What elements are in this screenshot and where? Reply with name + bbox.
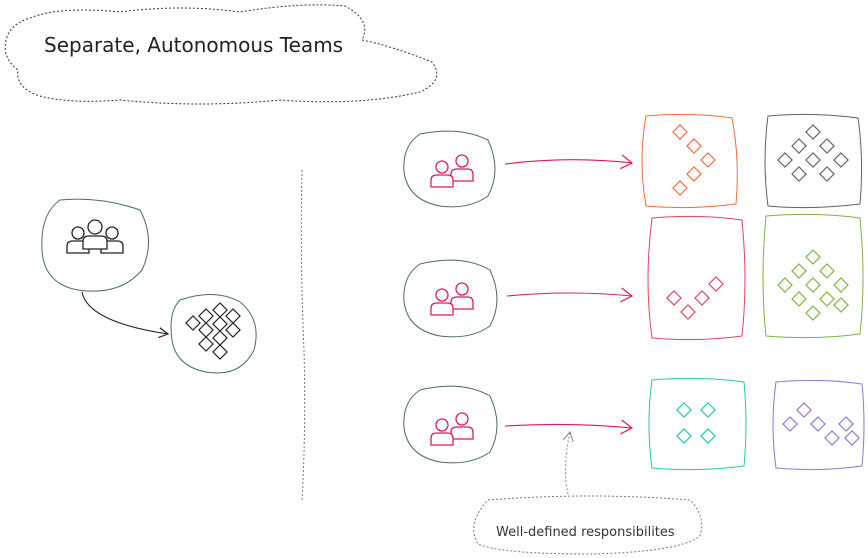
team-2-outcome	[647, 215, 746, 341]
team-2-arrow	[506, 287, 634, 303]
team-3-arrow	[504, 419, 634, 435]
team-1-other	[764, 113, 863, 209]
monolith-node	[170, 294, 257, 374]
annotation-text: Well-defined responsibilites	[496, 525, 675, 540]
team-2-icon	[430, 282, 474, 316]
divider-line	[300, 169, 306, 503]
annotation-bubble: Well-defined responsibilites	[473, 495, 703, 555]
monolith-components	[185, 302, 241, 360]
single-team-arrow	[81, 291, 170, 339]
team-3-icon	[430, 412, 474, 446]
team-1-node	[403, 130, 496, 208]
team-1-outcome	[641, 113, 738, 209]
team-1-icon	[430, 154, 474, 188]
team-3-outcome	[648, 377, 747, 471]
team-3-node	[403, 385, 498, 464]
annotation-pointer	[562, 430, 574, 495]
team-2-node	[403, 259, 498, 338]
team-2-other	[762, 213, 864, 339]
title-cloud: Separate, Autonomous Teams	[4, 4, 438, 105]
team-1-arrow	[504, 154, 634, 170]
team-3-other	[772, 379, 865, 471]
page-title: Separate, Autonomous Teams	[44, 33, 343, 57]
single-team-node	[41, 198, 150, 292]
team-group-icon	[66, 219, 124, 254]
